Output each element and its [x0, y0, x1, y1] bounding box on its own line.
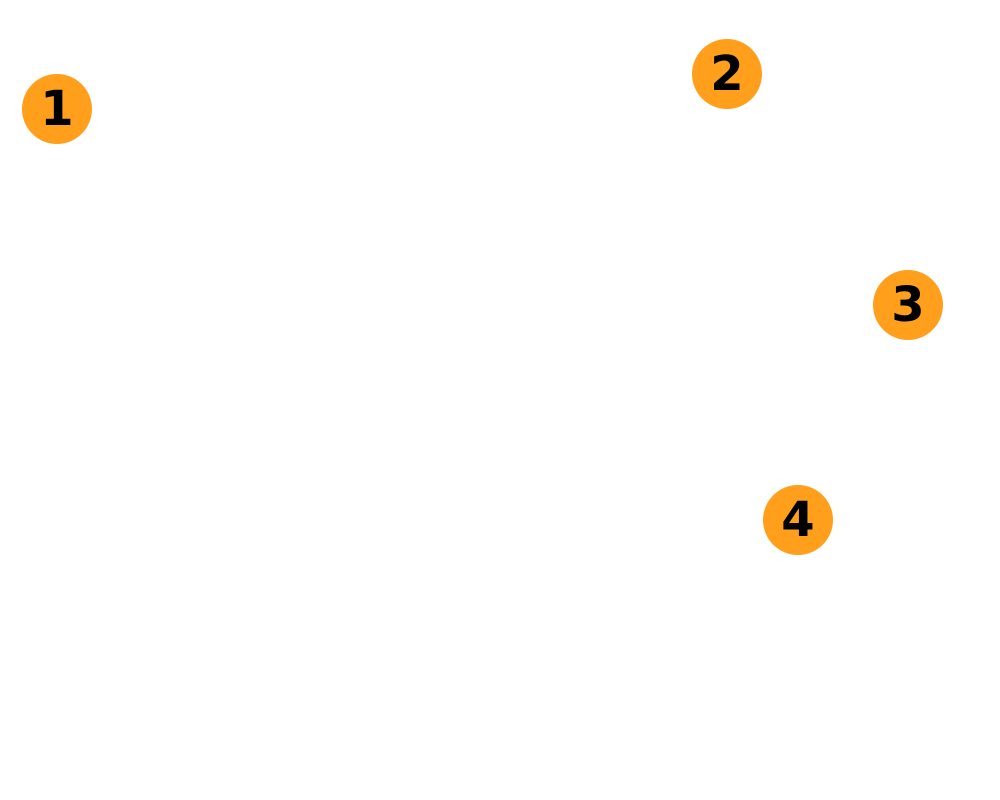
numbered-marker-3: 3 — [873, 270, 943, 340]
numbered-marker-1: 1 — [22, 74, 92, 144]
numbered-marker-2: 2 — [692, 39, 762, 109]
numbered-marker-4: 4 — [763, 485, 833, 555]
